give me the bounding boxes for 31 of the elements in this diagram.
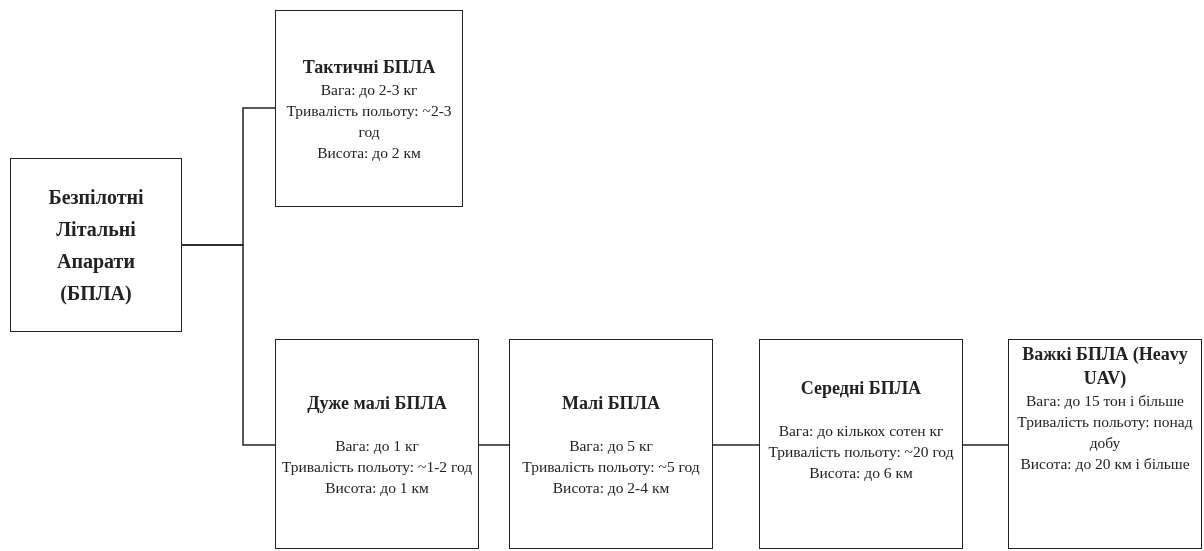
category-box (759, 339, 963, 549)
spec-text: Вага: до 2-3 кг (320, 79, 418, 100)
spec-text: Вага: до 5 кг (569, 435, 653, 456)
connector-line (181, 244, 276, 446)
spec-text: Висота: до 1 км (325, 477, 429, 498)
spec-text: Висота: до 20 км і більше (1020, 454, 1190, 474)
spec-text: Тривалість польоту: ~5 год (522, 456, 700, 477)
spec-text: Тривалість польоту: ~1-2 год (281, 456, 473, 477)
spec-text: Висота: до 2 км (317, 142, 421, 163)
title-text: Безпілотні Літальні Апарати (БПЛА) (47, 185, 145, 306)
connector-line (962, 444, 1009, 446)
heading-text: Дуже малі БПЛА (307, 391, 447, 415)
category-box (275, 10, 463, 207)
category-box (10, 158, 182, 332)
spec-text: Висота: до 6 км (809, 463, 913, 483)
heading-text: Малі БПЛА (561, 391, 661, 415)
category-box (1008, 339, 1202, 549)
spec-text: Вага: до 15 тон і більше (1026, 391, 1184, 411)
spec-text: Тривалість польоту: ~2-3 год (285, 100, 453, 142)
category-box (275, 339, 479, 549)
heading-text: Важкі БПЛА (Heavy UAV) (1021, 343, 1189, 390)
connector-line (712, 444, 760, 446)
spec-text: Тривалість польоту: ~20 год (768, 442, 954, 462)
spec-text: Вага: до 1 кг (335, 435, 419, 456)
heading-text: Середні БПЛА (800, 377, 922, 400)
spec-text: Вага: до кількох сотен кг (778, 421, 944, 441)
heading-text: Тактичні БПЛА (302, 55, 436, 79)
connector-line (478, 444, 510, 446)
spec-text: Тривалість польоту: понад добу (1016, 412, 1194, 453)
category-box (509, 339, 713, 549)
spec-text: Висота: до 2-4 км (552, 477, 670, 498)
